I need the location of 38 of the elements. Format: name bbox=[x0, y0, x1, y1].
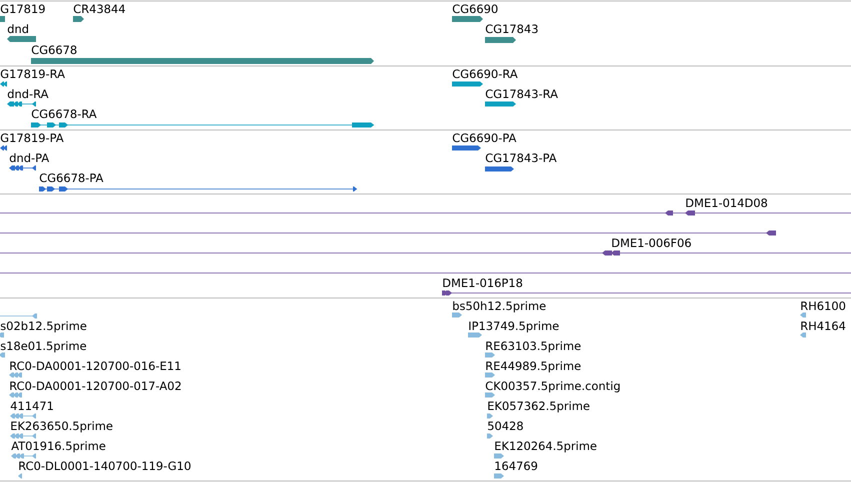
feature-label: RH6100 bbox=[801, 302, 846, 310]
feature-label: EK057362.5prime bbox=[488, 401, 590, 412]
feature-label: G17819 bbox=[0, 4, 45, 14]
feature-label: CG6690-RA bbox=[452, 70, 518, 78]
feature-label: G17819-PA bbox=[0, 134, 64, 142]
feature-label: RC0-DA0001-120700-016-E11 bbox=[10, 362, 180, 370]
feature-label: RE44989.5prime bbox=[486, 361, 581, 372]
feature-label: IP13749.5prime bbox=[469, 321, 559, 332]
feature-label: AT01916.5prime bbox=[11, 441, 106, 452]
feature-label: CG17843 bbox=[486, 24, 538, 34]
feature-label: RC0-DL0001-140700-119-G10 bbox=[19, 462, 190, 470]
feature-label: DME1-014D08 bbox=[686, 198, 768, 208]
feature-label: 411471 bbox=[10, 402, 53, 410]
feature-label: s18e01.5prime bbox=[0, 341, 86, 352]
feature-label: EK263650.5prime bbox=[11, 421, 112, 432]
feature-label: CG6690-PA bbox=[452, 134, 516, 142]
feature-label: CG17843-PA bbox=[486, 154, 557, 162]
feature-label: CR43844 bbox=[74, 4, 125, 14]
feature-label: dnd-RA bbox=[8, 89, 48, 98]
feature-label: CG6678-PA bbox=[40, 174, 104, 182]
feature-label: RH4164 bbox=[801, 322, 846, 330]
feature-label: DME1-016P18 bbox=[443, 278, 522, 288]
feature-label: RC0-DA0001-120700-017-A02 bbox=[10, 382, 181, 390]
feature-label: 164769 bbox=[495, 462, 538, 470]
feature-label: CK00357.5prime.contig bbox=[486, 381, 620, 392]
feature-label: RE63103.5prime bbox=[486, 341, 581, 352]
feature-label: CG6678-RA bbox=[32, 110, 97, 118]
feature-label: 50428 bbox=[488, 422, 523, 430]
feature-label: DME1-006F06 bbox=[612, 238, 691, 248]
feature-label: EK120264.5prime bbox=[495, 441, 596, 452]
feature-label: G17819-RA bbox=[0, 70, 65, 78]
feature-label: CG6678 bbox=[32, 46, 76, 54]
feature-label: s02b12.5prime bbox=[0, 321, 86, 332]
feature-label: CG17843-RA bbox=[486, 90, 558, 98]
feature-label: dnd bbox=[8, 24, 28, 34]
feature-label: dnd-PA bbox=[10, 153, 50, 162]
feature-label: CG6690 bbox=[452, 4, 498, 14]
feature-label: bs50h12.5prime bbox=[453, 301, 546, 312]
